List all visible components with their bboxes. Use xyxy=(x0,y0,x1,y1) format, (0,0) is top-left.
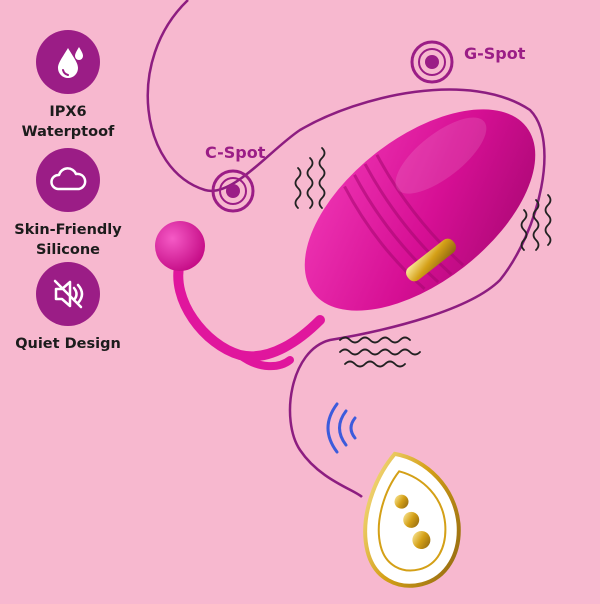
water-drops-icon xyxy=(36,30,100,94)
speaker-mute-icon xyxy=(36,262,100,326)
feature-quiet-label: Quiet Design xyxy=(15,336,121,352)
feature-quiet: Quiet Design xyxy=(8,262,128,354)
vibration-waves-left xyxy=(294,147,326,209)
remote-control xyxy=(363,451,461,588)
g-spot-label: G-Spot xyxy=(464,44,526,63)
feature-waterproof-label: IPX6 Waterptoof xyxy=(21,104,115,140)
remote-button-bottom xyxy=(412,530,431,549)
remote-signal-icon xyxy=(326,402,357,454)
c-spot-target-icon xyxy=(211,169,255,213)
vibration-waves-right xyxy=(520,194,552,251)
feature-waterproof: IPX6 Waterptoof xyxy=(8,30,128,142)
body-outline-curve xyxy=(146,0,546,498)
vibration-waves-bottom xyxy=(339,336,421,368)
product-tail-ball xyxy=(155,221,205,271)
product-tail xyxy=(173,257,325,362)
product-egg-body xyxy=(304,109,536,311)
cloud-icon xyxy=(36,148,100,212)
feature-silicone: Skin-Friendly Silicone xyxy=(8,148,128,260)
c-spot-label: C-Spot xyxy=(205,143,266,162)
feature-silicone-label: Skin-Friendly Silicone xyxy=(14,222,122,258)
remote-button-middle xyxy=(403,511,420,528)
g-spot-target-icon xyxy=(410,40,454,84)
remote-button-top xyxy=(394,494,409,509)
charging-port xyxy=(406,238,456,282)
